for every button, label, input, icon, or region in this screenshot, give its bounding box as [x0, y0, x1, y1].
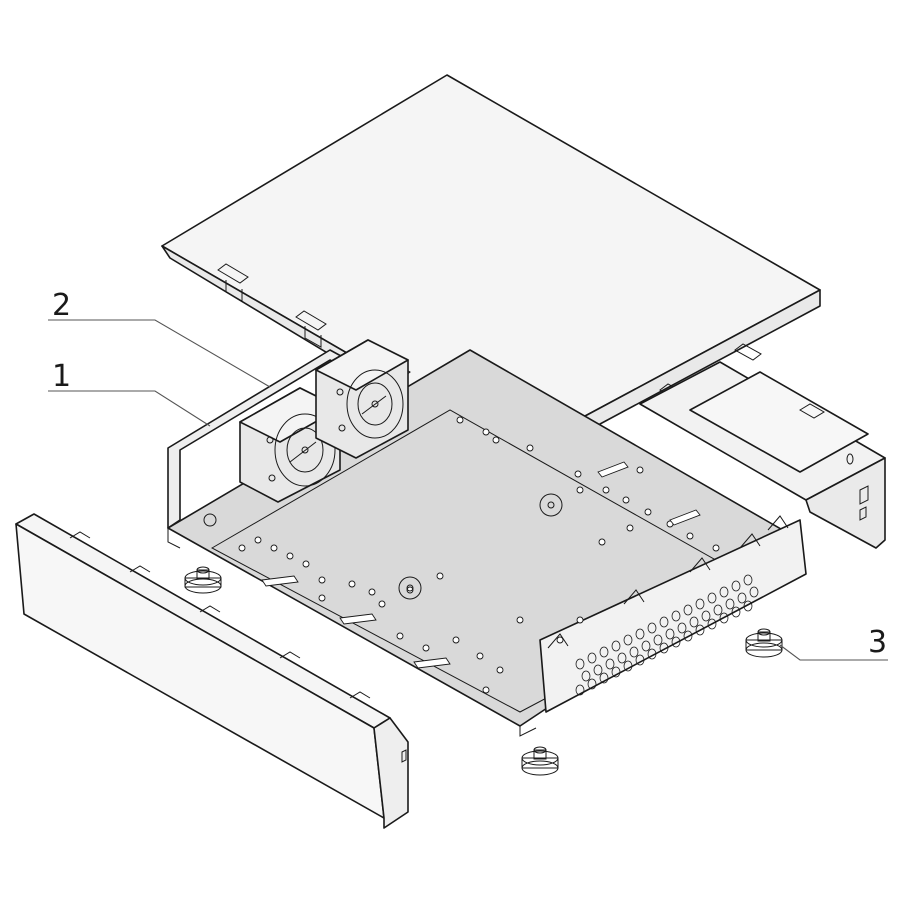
callout-label-3: 3	[868, 625, 887, 660]
callout-3: 3	[779, 625, 888, 661]
board-standoffs	[203, 493, 563, 600]
rubber-foot-left	[184, 566, 222, 594]
callout-1: 1	[48, 359, 211, 427]
cooling-fan-right	[315, 339, 409, 459]
vent-grille	[575, 574, 759, 696]
callout-2: 2	[48, 288, 271, 388]
callout-leader-1	[48, 390, 211, 427]
rubber-foot-right	[745, 628, 783, 658]
plate-slots	[261, 461, 701, 669]
rubber-foot-bottom	[521, 746, 559, 776]
callout-label-2: 2	[52, 288, 71, 323]
callout-leader-3	[779, 644, 888, 661]
right-side-rail	[639, 361, 886, 549]
front-bezel-panel	[15, 513, 409, 829]
callout-leader-2	[48, 319, 271, 388]
cooling-fan-left	[239, 387, 341, 503]
tray-tabs	[167, 515, 789, 737]
callout-label-1: 1	[52, 359, 71, 394]
